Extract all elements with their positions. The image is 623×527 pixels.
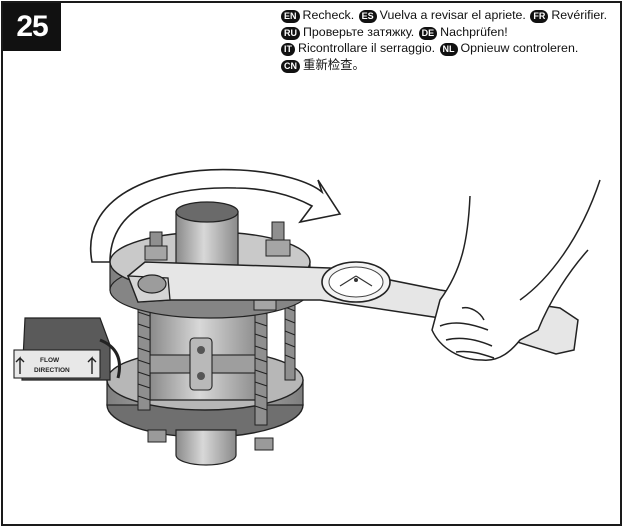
language-badge-ru: RU — [281, 26, 300, 40]
language-badge-nl: NL — [439, 43, 458, 57]
language-badge-it: IT — [281, 43, 295, 57]
instruction-text-nl: Opnieuw controleren. — [460, 41, 579, 56]
instruction-text-cn: 重新检查。 — [303, 57, 365, 72]
instruction-text-it: Ricontrollare il serraggio. — [298, 41, 436, 56]
torque-wrench — [127, 261, 579, 355]
instruction-text-de: Nachprüfen! — [440, 24, 508, 39]
step-number-badge: 25 — [3, 3, 61, 51]
language-badge-fr: FR — [530, 10, 549, 23]
rotation-arrow — [89, 168, 342, 263]
instruction-text-ru: Проверьте затяжку. — [303, 24, 415, 39]
threaded-studs — [137, 284, 296, 426]
instruction-text-es: Vuelva a revisar el apriete. — [379, 8, 526, 22]
torque-wrench-illustration: FLOW DIRECTION — [13, 168, 601, 466]
flow-direction-tag: FLOW DIRECTION — [13, 317, 121, 381]
flow-tag-label-1: FLOW — [40, 357, 60, 364]
flow-tag-label-2: DIRECTION — [34, 367, 70, 374]
instruction-text-fr: Revérifier. — [551, 8, 608, 22]
language-badge-de: DE — [418, 26, 438, 40]
language-badge-cn: CN — [281, 59, 300, 73]
language-badge-es: ES — [358, 10, 377, 23]
instruction-text-en: Recheck. — [302, 8, 355, 22]
language-badge-en: EN — [281, 10, 300, 23]
hand — [431, 179, 601, 361]
